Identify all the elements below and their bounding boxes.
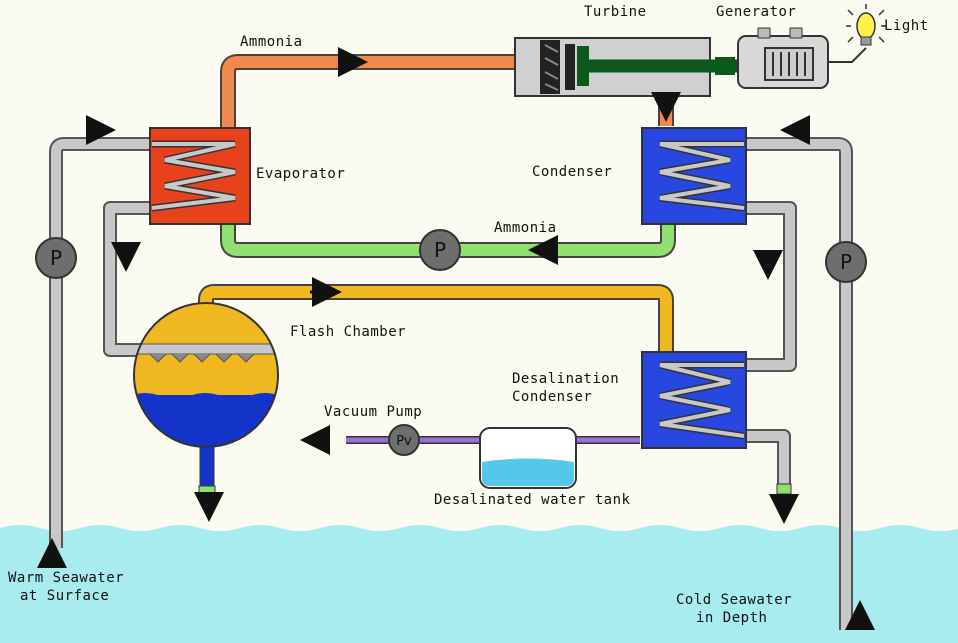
label-desalinated-water-tank: Desalinated water tank <box>434 492 631 508</box>
label-condenser: Condenser <box>532 164 612 180</box>
label-turbine: Turbine <box>584 4 647 20</box>
turbine <box>514 37 740 97</box>
label-ammonia-top: Ammonia <box>240 34 303 50</box>
condenser <box>641 127 747 225</box>
pump-warm-seawater: P <box>35 237 77 279</box>
label-generator: Generator <box>716 4 796 20</box>
flash-chamber <box>133 302 279 497</box>
label-at-surface: at Surface <box>20 588 109 604</box>
svg-text:P: P <box>840 250 852 274</box>
label-ammonia-mid: Ammonia <box>494 220 557 236</box>
steam-pipe <box>198 284 674 352</box>
desalination-condenser <box>641 351 747 449</box>
light-bulb-icon <box>846 4 886 46</box>
pump-ammonia: P <box>419 229 461 271</box>
svg-text:Pv: Pv <box>396 434 412 449</box>
label-vacuum-pump: Vacuum Pump <box>324 404 422 420</box>
label-flash-chamber: Flash Chamber <box>290 324 406 340</box>
label-desal-condenser: Condenser <box>512 389 592 405</box>
label-evaporator: Evaporator <box>256 166 345 182</box>
label-desalination: Desalination <box>512 371 619 387</box>
vacuum-pump: Pv <box>388 424 420 456</box>
svg-text:P: P <box>50 246 62 270</box>
svg-text:P: P <box>434 238 446 262</box>
label-warm-seawater: Warm Seawater <box>8 570 124 586</box>
label-cold-seawater: Cold Seawater <box>676 592 792 608</box>
flow-arrows <box>37 47 875 630</box>
label-in-depth: in Depth <box>696 610 767 626</box>
generator <box>737 27 867 89</box>
cold-seawater-pipe <box>744 137 853 630</box>
pump-cold-seawater: P <box>825 241 867 283</box>
desalinated-water-tank <box>479 427 577 489</box>
evaporator <box>149 127 251 225</box>
label-light: Light <box>884 18 929 34</box>
sea-surface <box>0 525 958 643</box>
